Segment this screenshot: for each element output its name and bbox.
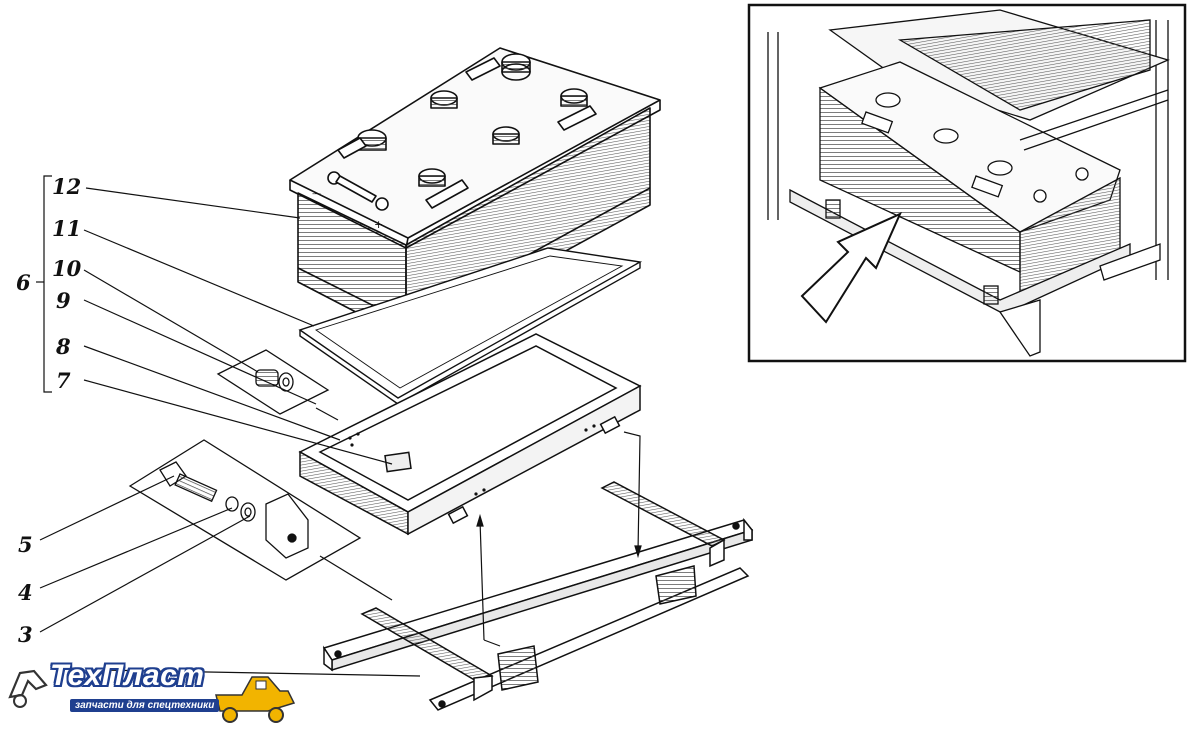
logo-tagline: запчасти для спецтехники [70,699,220,712]
svg-text:+: + [374,218,383,231]
callout-3: 3 [18,622,33,647]
inset-panel [747,3,1187,363]
battery: — + [289,47,661,339]
tray-holes [348,424,596,496]
spring-washer-group [216,349,330,415]
battery-terminals [327,171,389,211]
inset-pointer-arrow [800,212,902,324]
callout-12: 12 [52,174,82,199]
battery-connectors [337,57,597,209]
callout-4: 4 [18,580,33,605]
mounting-frame [322,481,754,711]
assembly-guides [315,407,642,647]
callout-8: 8 [56,334,71,359]
logo-machinery-graphic [8,669,296,723]
leader-lines [36,175,421,677]
callout-6: 6 [16,270,31,295]
callout-9: 9 [56,288,71,313]
callout-11: 11 [52,216,82,241]
battery-cell-caps [357,53,588,187]
logo-wordmark: ТехПласт [50,659,205,692]
clamp-block [265,493,309,559]
frame-clip-left [497,645,539,691]
bolt-group [128,439,362,581]
frame-clip-right [655,565,697,605]
callout-5: 5 [18,532,33,557]
callout-10: 10 [52,256,82,281]
svg-text:—: — [312,189,321,199]
clamp-plate [384,451,412,473]
battery-tray [298,333,642,536]
callout-7: 7 [56,368,71,393]
techplast-logo: ТехПласт запчасти для спецтехники [6,655,306,727]
